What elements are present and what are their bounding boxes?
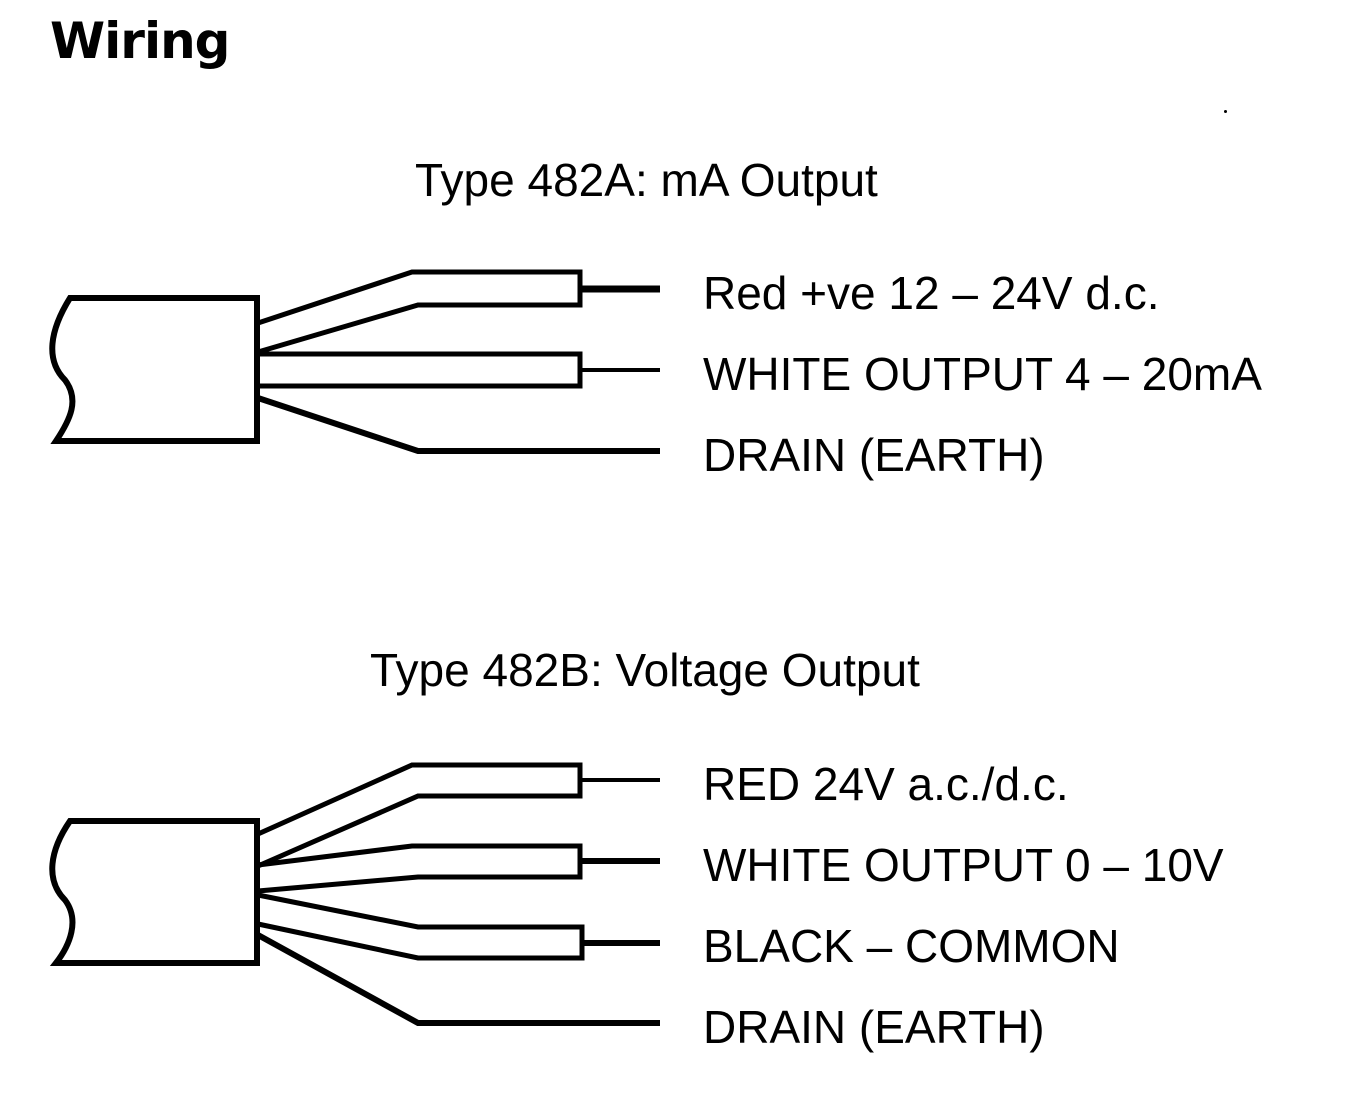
wire-label-482b-drain: DRAIN (EARTH) [703, 1001, 1045, 1053]
scan-speck [1224, 110, 1227, 113]
wire-482b-black-insulation [257, 892, 585, 961]
wire-label-482b-black: BLACK – COMMON [703, 920, 1120, 972]
wire-482a-red-insulation [257, 269, 583, 355]
wire-482b-drain [256, 932, 660, 1026]
wire-label-482b-white: WHITE OUTPUT 0 – 10V [703, 839, 1224, 891]
wire-482a-drain [257, 395, 660, 454]
diagram-title-482a: Type 482A: mA Output [415, 154, 878, 206]
wire-label-482a-white: WHITE OUTPUT 4 – 20mA [703, 348, 1262, 400]
diagram-title-482b: Type 482B: Voltage Output [370, 644, 920, 696]
wire-label-482b-red: RED 24V a.c./d.c. [703, 758, 1069, 810]
wire-482b-white-insulation [257, 843, 583, 894]
wire-482b-red-insulation [256, 762, 583, 869]
cable-482b [49, 818, 260, 966]
page-heading: Wiring [50, 12, 230, 70]
wire-label-482a-drain: DRAIN (EARTH) [703, 429, 1045, 481]
wire-482a-white-insulation [258, 351, 583, 389]
wire-label-482a-red: Red +ve 12 – 24V d.c. [703, 267, 1160, 319]
cable-482a [49, 295, 260, 444]
